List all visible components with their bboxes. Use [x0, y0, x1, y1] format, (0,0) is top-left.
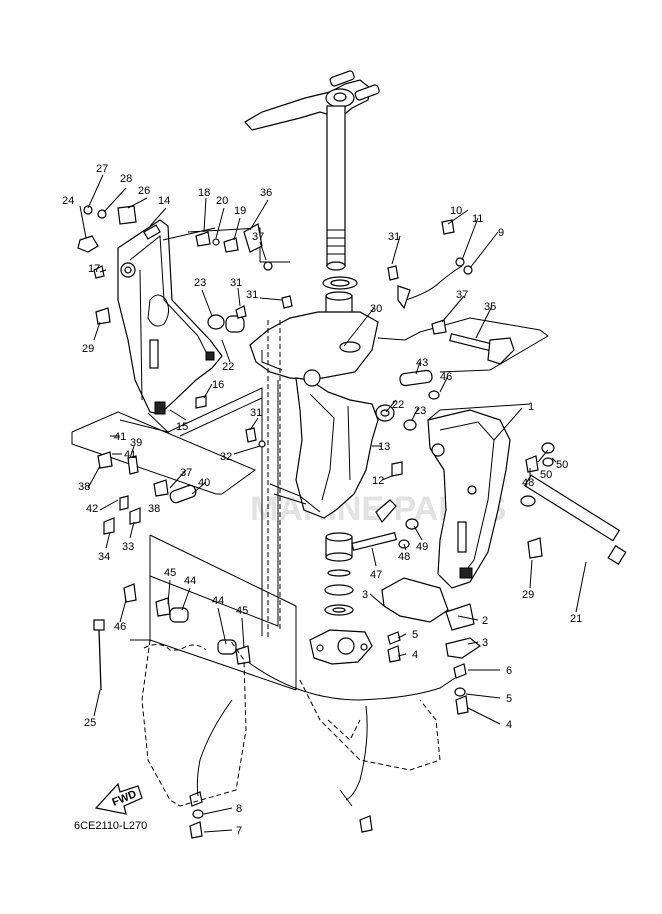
- callout-label: 7: [236, 825, 242, 837]
- fasteners: [77, 205, 555, 839]
- tilt-pin-group: [375, 369, 440, 431]
- callout-label: 21: [570, 613, 582, 625]
- callout-label: 33: [122, 541, 134, 553]
- callout-label: 22: [392, 399, 404, 411]
- callout-label: 37: [180, 467, 192, 479]
- callout-label: 4: [412, 649, 418, 661]
- callout-labels: 27 28 26 24 14 18 20 19 36 37 17 23 31 3…: [62, 163, 582, 837]
- callout-label: 41: [114, 431, 126, 443]
- steering-shaft: [326, 105, 346, 271]
- steering-arm: [244, 70, 380, 131]
- callout-label: 31: [388, 231, 400, 243]
- callout-label: 29: [522, 589, 534, 601]
- callout-label: 30: [370, 303, 382, 315]
- callout-label: 34: [98, 551, 110, 563]
- callout-label: 2: [482, 615, 488, 627]
- callout-label: 45: [236, 605, 248, 617]
- swivel-bracket: [249, 311, 379, 519]
- callout-label: 37: [252, 231, 264, 243]
- callout-label: 31: [246, 289, 258, 301]
- callout-label: 31: [230, 277, 242, 289]
- leader-lines: [79, 174, 587, 833]
- callout-label: 24: [62, 195, 74, 207]
- callout-label: 20: [216, 195, 228, 207]
- callout-label: 46: [114, 621, 126, 633]
- callout-label: 12: [372, 475, 384, 487]
- callout-label: 48: [522, 477, 534, 489]
- callout-label: 6: [506, 665, 512, 677]
- callout-label: 13: [378, 441, 390, 453]
- callout-label: 40: [198, 477, 210, 489]
- left-group-frame: [71, 227, 297, 691]
- through-tube: [520, 474, 627, 565]
- callout-label: 47: [370, 569, 382, 581]
- callout-label: 5: [506, 693, 512, 705]
- callout-label: 42: [86, 503, 98, 515]
- callout-label: 41: [124, 449, 136, 461]
- callout-label: 4: [506, 719, 512, 731]
- callout-label: 38: [148, 503, 160, 515]
- callout-label: 39: [130, 437, 142, 449]
- callout-label: 45: [164, 567, 176, 579]
- callout-label: 43: [416, 357, 428, 369]
- callout-label: 44: [184, 575, 196, 587]
- callout-label: 50: [556, 459, 568, 471]
- callout-label: 23: [414, 405, 426, 417]
- callout-label: 49: [416, 541, 428, 553]
- callout-label: 27: [96, 163, 108, 175]
- callout-label: 31: [250, 407, 262, 419]
- callout-label: 44: [212, 595, 224, 607]
- diagram-code: 6CE2110-L270: [74, 820, 148, 832]
- callout-label: 11: [472, 213, 483, 225]
- ground-wires: [196, 265, 463, 807]
- callout-label: 26: [138, 185, 150, 197]
- callout-label: 25: [84, 717, 96, 729]
- bushings-lower: [324, 532, 354, 616]
- callout-label: 29: [82, 343, 94, 355]
- trim-stopper: [449, 333, 515, 365]
- callout-label: 50: [540, 469, 552, 481]
- callout-label: 18: [198, 187, 210, 199]
- engine-outline: [141, 320, 441, 807]
- callout-label: 3: [482, 637, 488, 649]
- callout-label: 36: [260, 187, 272, 199]
- callout-label: 28: [120, 173, 132, 185]
- callout-label: 14: [158, 195, 170, 207]
- callout-label: 16: [212, 379, 224, 391]
- callout-label: 9: [498, 227, 504, 239]
- left-clamp-bracket: [117, 219, 223, 415]
- callout-label: 3: [362, 589, 368, 601]
- callout-label: 38: [78, 481, 90, 493]
- lower-mount-yoke: [309, 629, 373, 665]
- callout-label: 23: [194, 277, 206, 289]
- callout-label: 8: [236, 803, 242, 815]
- callout-label: 10: [450, 205, 462, 217]
- right-clamp-bracket: [377, 317, 549, 589]
- callout-label: 46: [440, 371, 452, 383]
- callout-label: 35: [484, 301, 496, 313]
- callout-label: 48: [398, 551, 410, 563]
- callout-label: 22: [222, 361, 234, 373]
- callout-label: 1: [528, 401, 534, 413]
- callout-label: 17: [88, 263, 100, 275]
- callout-label: 37: [456, 289, 468, 301]
- callout-label: 32: [220, 451, 232, 463]
- callout-label: 15: [176, 421, 188, 433]
- callout-label: 19: [234, 205, 246, 217]
- fwd-arrow-icon: FWD: [94, 782, 143, 815]
- callout-label: 5: [412, 629, 418, 641]
